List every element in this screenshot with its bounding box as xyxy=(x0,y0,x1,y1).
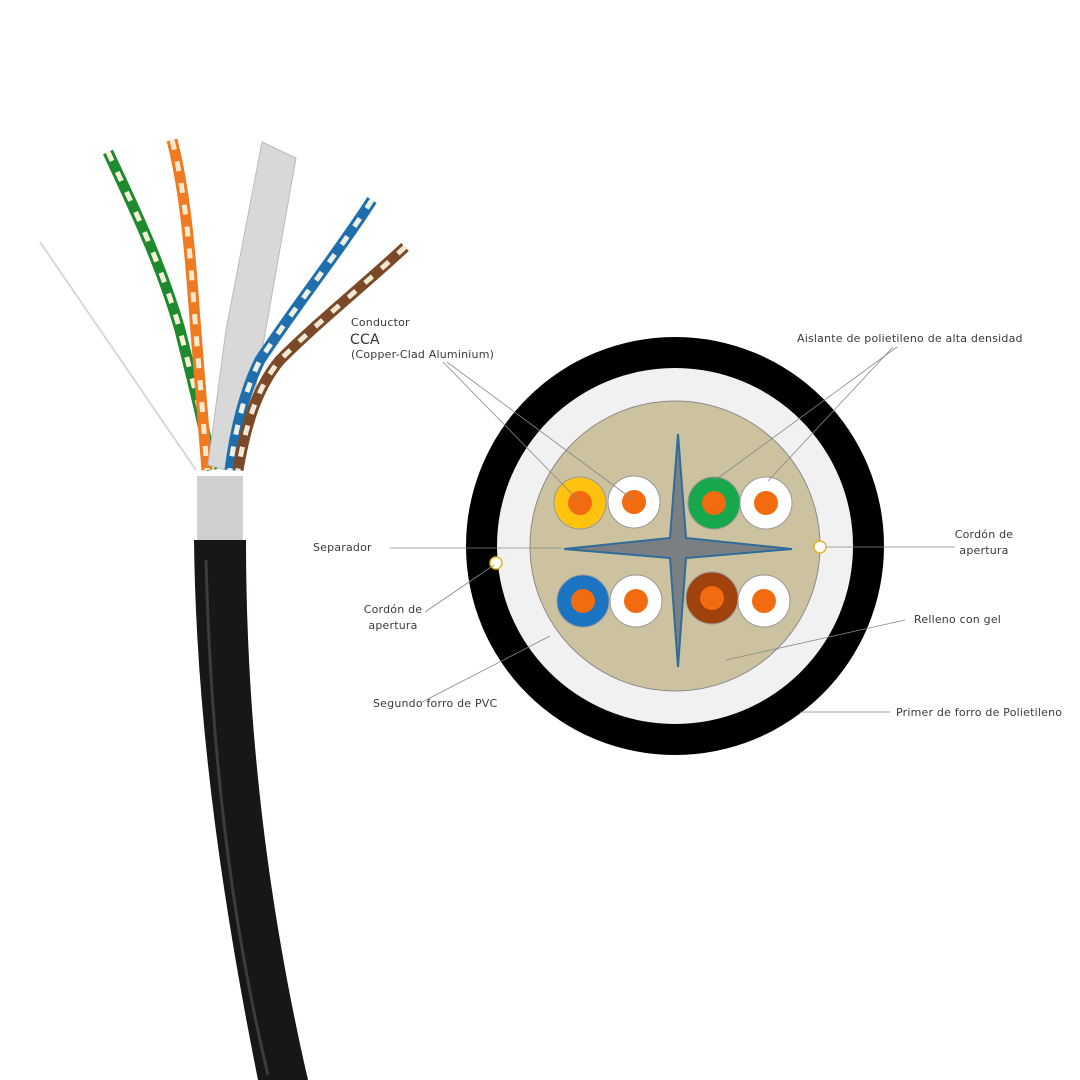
cross-section xyxy=(466,337,884,755)
cross-separator xyxy=(563,433,793,668)
label-insulation: Aislante de polietileno de alta densidad xyxy=(797,332,1023,345)
ripcord-left xyxy=(489,556,503,570)
conductor-core xyxy=(700,586,724,610)
ripcord-right xyxy=(813,540,827,554)
conductor-core xyxy=(624,589,648,613)
cable-photo xyxy=(39,138,409,1080)
conductor-core xyxy=(752,589,776,613)
leader-lines xyxy=(390,346,955,713)
conductor-core xyxy=(568,491,592,515)
label-gel: Relleno con gel xyxy=(914,613,1002,626)
conductor-core xyxy=(622,490,646,514)
label-ripcord-left: Cordón de apertura xyxy=(353,603,433,632)
label-cca-full: (Copper-Clad Aluminium) xyxy=(351,348,495,361)
conductor-core xyxy=(702,491,726,515)
conductor-core xyxy=(571,589,595,613)
inner-jacket-sleeve xyxy=(197,476,243,540)
ripcord-left-line2: apertura xyxy=(368,619,418,632)
ripcord-thread xyxy=(39,241,197,471)
label-cca: CCA xyxy=(350,332,380,348)
label-first-jacket: Primer de forro de Polietileno xyxy=(896,706,1063,719)
label-conductor: Conductor xyxy=(351,316,410,329)
outer-black-jacket xyxy=(194,540,308,1080)
ripcord-left-line1: Cordón de xyxy=(363,603,423,616)
label-ripcord-right: Cordón de apertura xyxy=(944,528,1024,557)
ripcord-right-line2: apertura xyxy=(959,544,1009,557)
ripcord-right-line1: Cordón de xyxy=(954,528,1014,541)
label-separator: Separador xyxy=(313,541,372,554)
label-second-jacket: Segundo forro de PVC xyxy=(373,697,498,710)
conductor-core xyxy=(754,491,778,515)
